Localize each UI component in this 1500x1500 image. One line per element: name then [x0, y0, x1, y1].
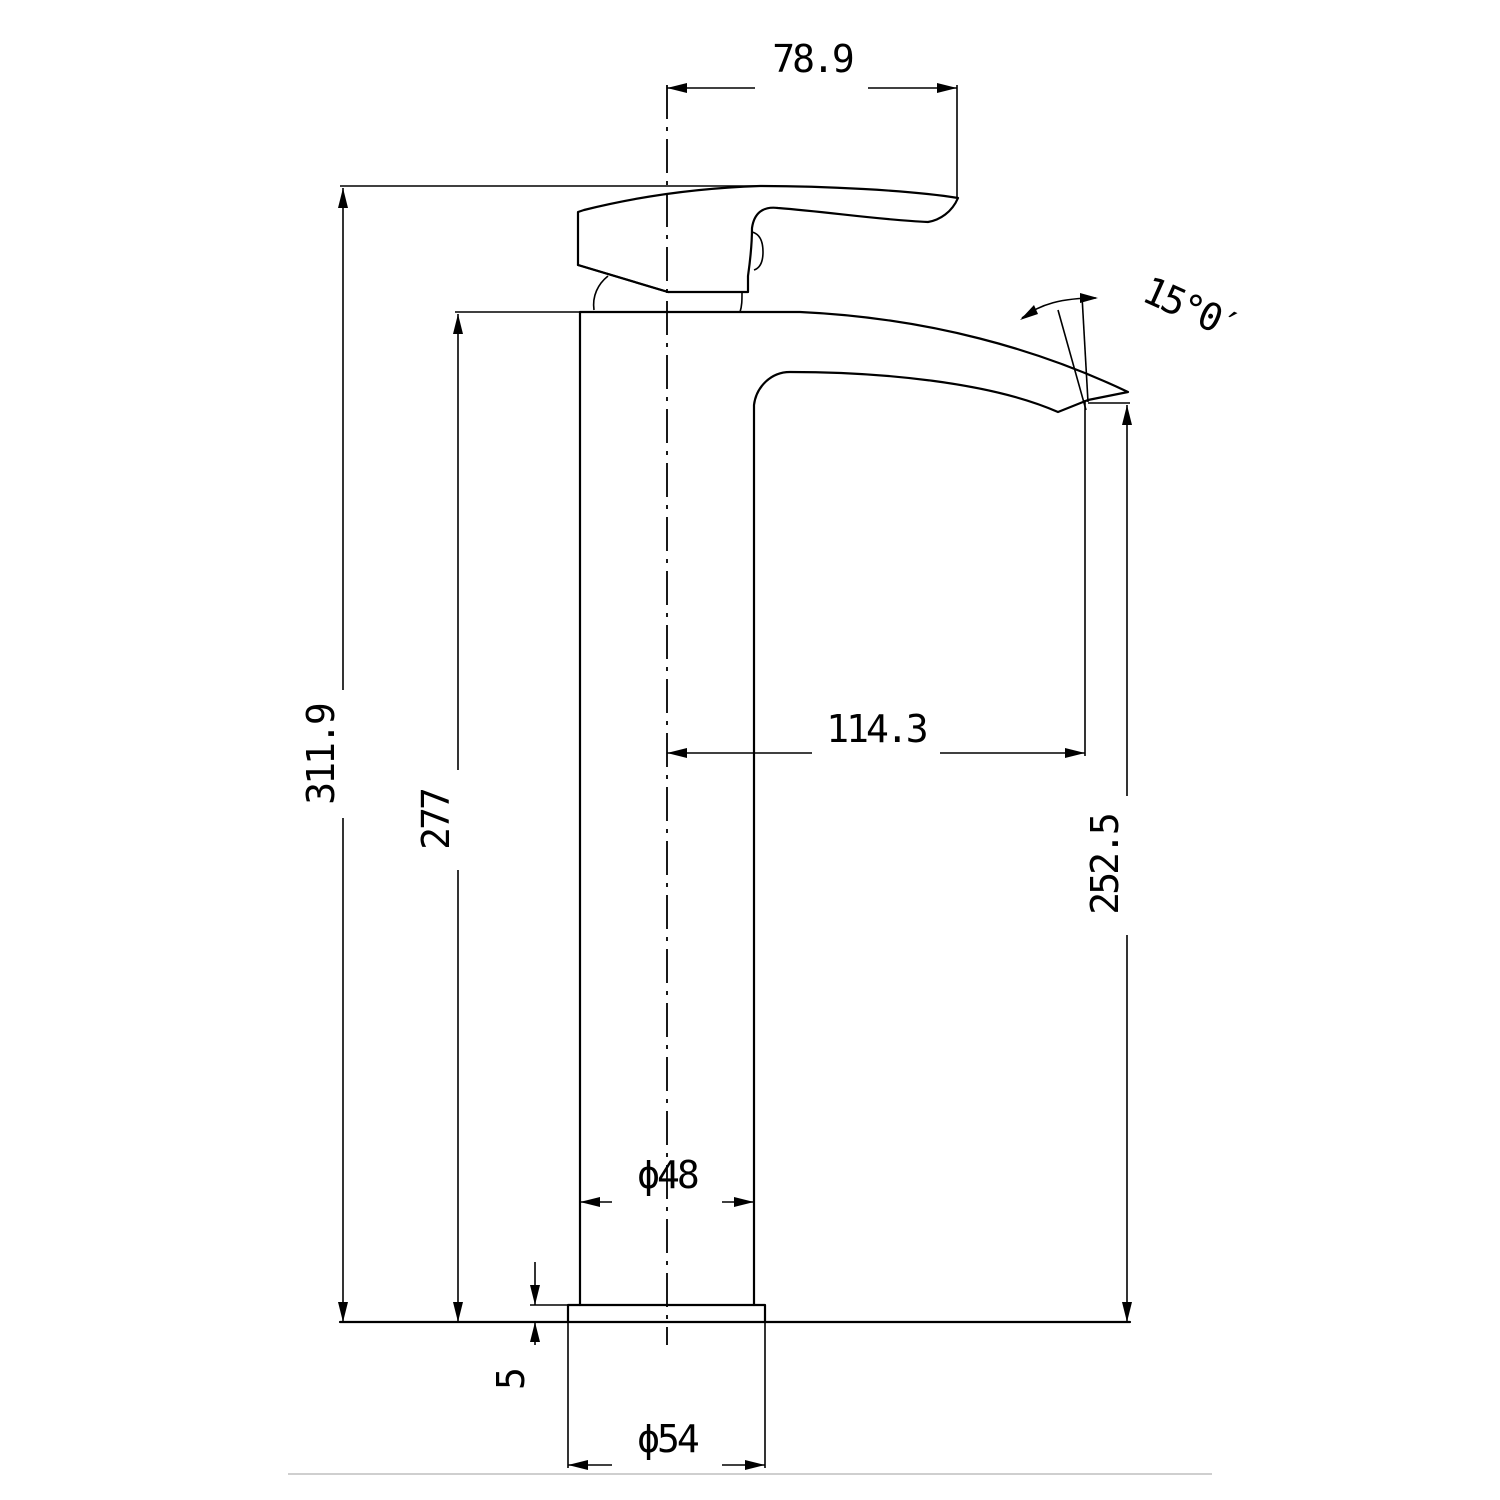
dim-total-height: 311.9 [299, 185, 760, 1322]
lever-handle [576, 184, 960, 313]
dim-handle-angle: 15°0′ [1020, 268, 1245, 411]
faucet-body [578, 310, 1130, 1307]
dim-body-diameter: ϕ48 [580, 1153, 754, 1207]
dim-label-78-9: 78.9 [772, 37, 853, 81]
dim-spout-height: 252.5 [1083, 402, 1132, 1322]
dim-label-angle: 15°0′ [1136, 268, 1245, 349]
dim-label-277: 277 [414, 789, 458, 850]
dim-handle-reach: 78.9 [667, 37, 958, 198]
dim-label-114-3: 114.3 [826, 707, 927, 751]
dim-body-height: 277 [414, 311, 580, 1322]
dim-spout-reach: 114.3 [667, 400, 1086, 758]
dim-base-thickness: 5 [489, 1262, 568, 1390]
dim-label-phi-54: ϕ54 [637, 1417, 699, 1461]
dim-label-5: 5 [489, 1370, 533, 1390]
dim-base-diameter: ϕ54 [567, 1322, 766, 1470]
dim-label-252-5: 252.5 [1083, 815, 1127, 915]
dim-label-phi-48: ϕ48 [637, 1153, 698, 1197]
dim-label-311-9: 311.9 [299, 704, 343, 805]
